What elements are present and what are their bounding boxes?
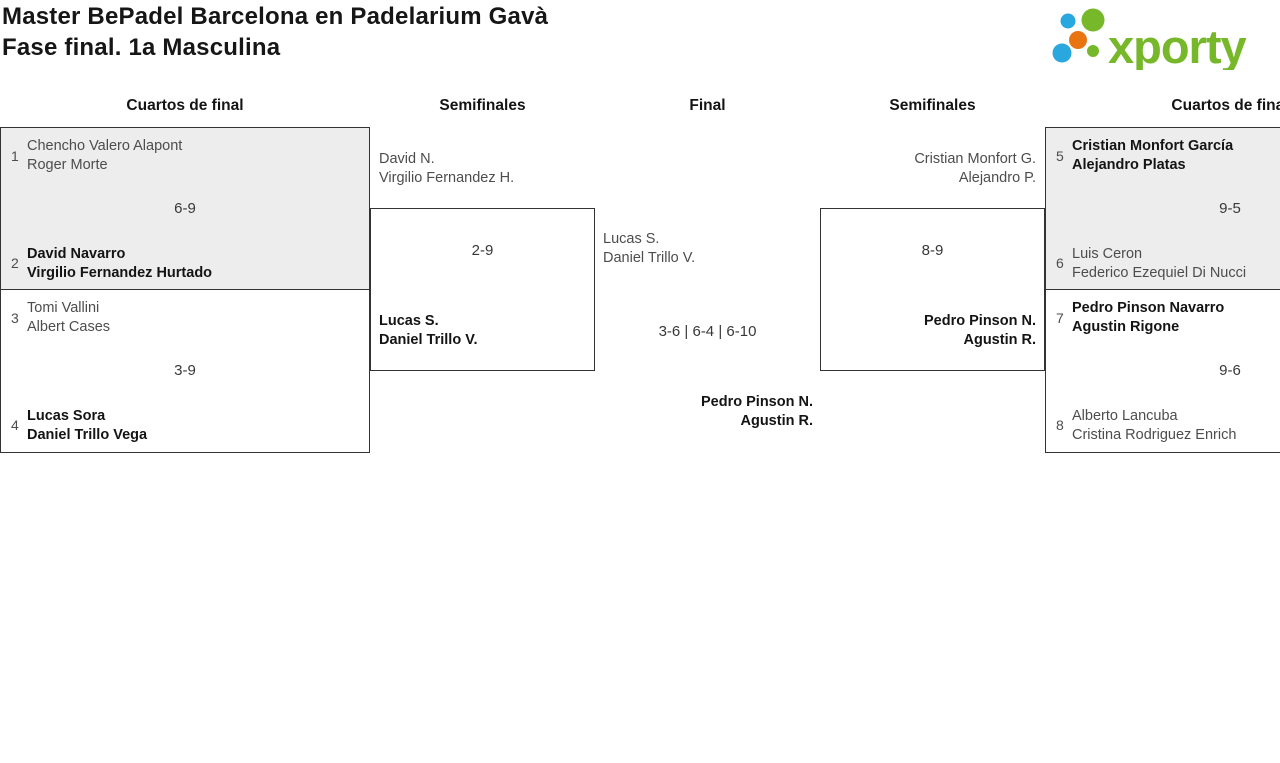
match-quarterfinal-3[interactable]: 5 Cristian Monfort García Alejandro Plat… [1045,127,1280,290]
match-score: 2-9 [471,242,494,259]
phase-name: Fase final. 1a Masculina [2,34,281,61]
match-score: 3-9 [174,362,196,379]
team-pair-winner: Cristian Monfort García Alejandro Platas [1072,137,1233,175]
team-pair-winner: Pedro Pinson N. Agustin R. [924,312,1036,350]
column-header-final: Final [689,97,726,114]
player-name: Alejandro P. [958,170,1036,186]
player-name: Pedro Pinson N. [924,313,1036,329]
column-header-semifinals-left: Semifinales [439,97,526,114]
logo-dot-green-small [1087,45,1099,57]
team-pair: Lucas S. Daniel Trillo V. [603,230,695,268]
player-name: Virgilio Fernandez Hurtado [27,265,213,281]
player-name: Chencho Valero Alapont [27,138,183,154]
xporty-logo[interactable]: xporty [1046,6,1280,73]
player-name: Cristina Rodriguez Enrich [1072,427,1237,443]
column-header-quarterfinals-left: Cuartos de final [126,97,244,114]
team-pair: Tomi Vallini Albert Cases [27,299,110,337]
seed-number: 3 [11,310,19,326]
logo-dot-blue-small [1060,13,1076,29]
xporty-logo-graphic: xporty [1052,8,1248,73]
match-semifinal-right[interactable]: Cristian Monfort G. Alejandro P. 8-9 Ped… [820,151,1045,371]
player-name: Lucas S. [379,313,439,329]
seed-number: 2 [11,255,19,271]
seed-number: 7 [1056,310,1064,326]
player-name: Albert Cases [27,319,111,335]
team-pair: Cristian Monfort G. Alejandro P. [914,150,1036,188]
team-pair-winner: Pedro Pinson N. Agustin R. [701,393,813,431]
match-quarterfinal-4[interactable]: 7 Pedro Pinson Navarro Agustin Rigone 9-… [1045,289,1280,453]
player-name: Lucas S. [603,231,660,247]
player-name: Cristian Monfort García [1072,138,1234,154]
team-pair-winner: Lucas Sora Daniel Trillo Vega [27,407,147,445]
player-name: David N. [379,151,435,167]
team-pair-winner: Lucas S. Daniel Trillo V. [379,312,478,350]
seed-number: 1 [11,148,19,164]
seed-number: 6 [1056,255,1064,271]
player-name: Agustin R. [740,413,814,429]
match-semifinal-left[interactable]: David N. Virgilio Fernandez H. 2-9 Lucas… [370,151,595,371]
tournament-name: Master BePadel Barcelona en Padelarium G… [2,3,549,30]
player-name: Alejandro Platas [1072,157,1186,173]
column-header-quarterfinals-right: Cuartos de final [1171,97,1280,114]
match-score: 9-5 [1219,200,1241,217]
player-name: Lucas Sora [27,408,106,424]
team-pair-winner: David Navarro Virgilio Fernandez Hurtado [27,245,212,283]
player-name: Pedro Pinson N. [701,394,813,410]
logo-dot-orange [1069,31,1087,49]
player-name: Daniel Trillo Vega [27,427,148,443]
logo-dot-blue-large [1052,43,1072,63]
team-pair: Chencho Valero Alapont Roger Morte [27,137,182,175]
player-name: Cristian Monfort G. [914,151,1036,167]
player-name: Luis Ceron [1072,246,1143,262]
page-title: Master BePadel Barcelona en Padelarium G… [2,1,548,63]
player-name: Agustin R. [963,332,1037,348]
player-name: Daniel Trillo V. [603,250,696,266]
logo-dot-green-large [1081,8,1105,32]
player-name: Virgilio Fernandez H. [379,170,515,186]
team-pair-winner: Pedro Pinson Navarro Agustin Rigone [1072,299,1224,337]
match-final[interactable]: Lucas S. Daniel Trillo V. 3-6 | 6-4 | 6-… [595,127,820,457]
player-name: Tomi Vallini [27,300,100,316]
player-name: David Navarro [27,246,126,262]
match-score: 3-6 | 6-4 | 6-10 [658,323,757,340]
team-pair: Luis Ceron Federico Ezequiel Di Nucci [1072,245,1246,283]
team-pair: Alberto Lancuba Cristina Rodriguez Enric… [1072,407,1236,445]
match-score: 9-6 [1219,362,1241,379]
match-quarterfinal-1[interactable]: 1 Chencho Valero Alapont Roger Morte 6-9… [0,127,370,290]
player-name: Daniel Trillo V. [379,332,478,348]
player-name: Agustin Rigone [1072,319,1180,335]
team-pair: David N. Virgilio Fernandez H. [379,150,514,188]
column-header-semifinals-right: Semifinales [889,97,976,114]
match-score: 6-9 [174,200,196,217]
player-name: Pedro Pinson Navarro [1072,300,1225,316]
player-name: Roger Morte [27,157,108,173]
seed-number: 8 [1056,417,1064,433]
match-quarterfinal-2[interactable]: 3 Tomi Vallini Albert Cases 3-9 4 Lucas … [0,289,370,453]
seed-number: 4 [11,417,19,433]
seed-number: 5 [1056,148,1064,164]
player-name: Alberto Lancuba [1072,408,1178,424]
player-name: Federico Ezequiel Di Nucci [1072,265,1247,281]
logo-wordmark: xporty [1108,20,1247,70]
match-score: 8-9 [921,242,944,259]
